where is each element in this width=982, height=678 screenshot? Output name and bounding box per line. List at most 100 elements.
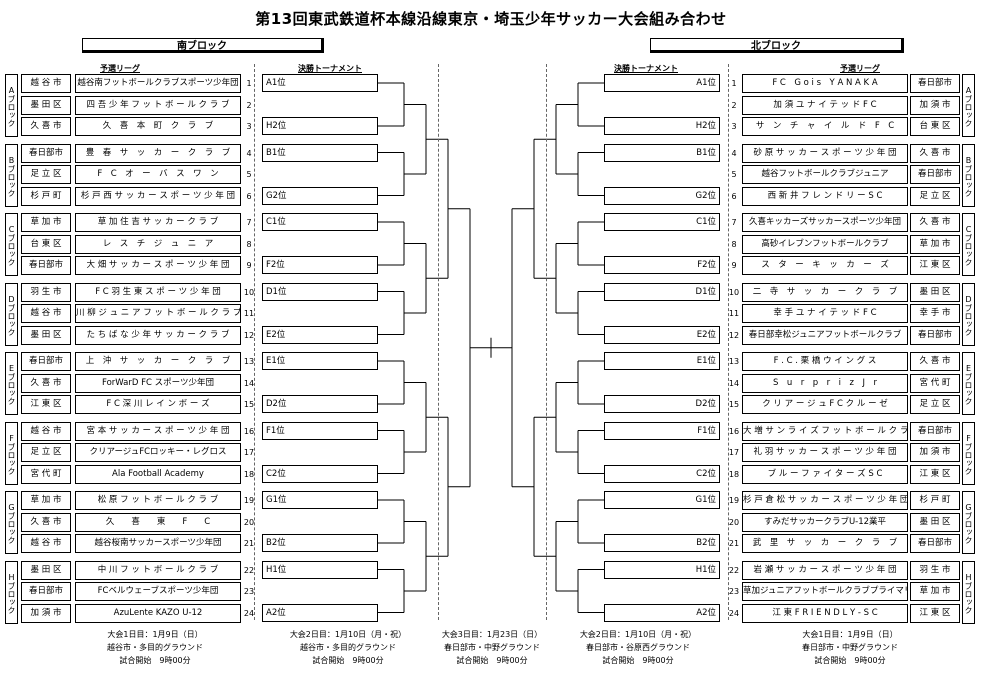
team-name: F C 羽 生 東 ス ポ ー ツ 少 年 団 (75, 282, 241, 302)
group-tab-label: Hブロック (962, 560, 975, 624)
tournament-slot: A2位 (604, 603, 720, 622)
team-city: 幸 手 市 (910, 304, 960, 323)
tournament-slot: F1位 (604, 421, 720, 440)
info-line: 大会3日目：1月23日（日） (441, 630, 543, 639)
tournament-slot: E2位 (262, 325, 378, 344)
team-city: 久 喜 市 (21, 512, 71, 532)
team-city: 杉 戸 町 (910, 491, 960, 510)
team-name: Ala Football Academy (75, 464, 241, 484)
team-city: 足 立 区 (21, 165, 71, 184)
team-number: 17 (243, 448, 255, 457)
team-city: 春日部市 (910, 165, 960, 184)
team-number: 20 (728, 517, 740, 527)
tournament-slot: A1位 (604, 74, 720, 92)
team-name: 久 喜 本 町 ク ラ ブ (75, 117, 241, 136)
team-number: 24 (728, 608, 740, 618)
south-block-header: 南ブロック (82, 38, 324, 53)
team-city: 草 加 市 (910, 582, 960, 601)
team-city: 足 立 区 (910, 186, 960, 206)
team-name: 大 畑 サ ッ カ ー ス ポ ー ツ 少 年 団 (75, 256, 241, 275)
group-tab-label: Gブロック (962, 491, 975, 554)
team-number: 9 (246, 261, 252, 270)
tournament-slot: H2位 (604, 117, 720, 135)
north-day2-info: 大会2日目：1月10日（月・祝） 春日部市・谷原西グラウンド 試合開始 9時00… (552, 628, 724, 667)
team-name: FCベルウェーブスポーツ少年団 (75, 582, 241, 601)
tournament-slot: C2位 (604, 464, 720, 483)
team-city: 宮 代 町 (21, 464, 71, 484)
team-city: 越 谷 市 (21, 304, 71, 323)
team-name: 西 新 井 フ レ ン ド リ ー S C (742, 186, 908, 206)
group-tab-label: Gブロック (5, 491, 18, 554)
group-tab-label: Cブロック (962, 213, 975, 276)
tournament-slot: B2位 (262, 534, 378, 552)
team-city: 江 東 区 (21, 395, 71, 414)
team-number: 9 (731, 261, 737, 270)
team-city: 加 須 市 (910, 95, 960, 115)
tournament-slot: C2位 (262, 464, 378, 483)
tournament-slot: F2位 (604, 256, 720, 274)
team-name: 杉 戸 西 サ ッ カ ー ス ポ ー ツ 少 年 団 (75, 186, 241, 206)
team-name: 春日部幸松ジュニアフットボールクラブ (742, 325, 908, 345)
team-name: 越谷桜南サッカースポーツ少年団 (75, 534, 241, 553)
team-city: 加 須 市 (21, 603, 71, 623)
team-number: 6 (246, 191, 252, 201)
team-number: 22 (728, 565, 740, 575)
info-line: 試合開始 9時00分 (814, 656, 886, 665)
team-number: 20 (243, 517, 255, 527)
north-league-label: 予選リーグ (840, 64, 880, 73)
info-line: 大会2日目：1月10日（月・祝） (289, 630, 407, 639)
team-number: 16 (243, 426, 255, 436)
tournament-slot: B1位 (262, 143, 378, 162)
north-day1-info: 大会1日目：1月9日（日） 春日部市・中野グラウンド 試合開始 9時00分 (750, 628, 950, 667)
team-city: 草 加 市 (21, 213, 71, 232)
team-number: 2 (246, 100, 252, 110)
tournament-slot: H1位 (262, 560, 378, 579)
team-name: 越谷南フットボールクラブスポーツ少年団 (75, 74, 241, 93)
team-name: サ ン チ ャ イ ル ド F C (742, 117, 908, 136)
divider-line (728, 64, 729, 620)
tournament-slot: E1位 (604, 352, 720, 370)
team-number: 17 (728, 448, 740, 457)
team-city: 足 立 区 (910, 395, 960, 414)
group-tab-label: Fブロック (962, 421, 975, 485)
team-name: ブ ル ー フ ァ イ タ ー ズ S C (742, 464, 908, 484)
tournament-slot: E2位 (604, 325, 720, 344)
team-number: 14 (243, 378, 255, 388)
tournament-slot: E1位 (262, 352, 378, 370)
team-number: 5 (246, 170, 252, 179)
info-line: 越谷市・多目的グラウンド (300, 643, 396, 652)
tournament-slot: D1位 (604, 282, 720, 301)
team-number: 8 (246, 239, 252, 249)
team-city: 久 喜 市 (910, 352, 960, 371)
team-name: F C G o i s Y A N A K A (742, 74, 908, 93)
team-name: F . C . 栗 橋 ウ イ ン グ ス (742, 352, 908, 371)
team-city: 台 東 区 (21, 234, 71, 254)
team-number: 5 (731, 170, 737, 179)
team-number: 11 (243, 309, 255, 318)
team-name: ForWarD FC スポーツ少年団 (75, 373, 241, 393)
team-number: 1 (246, 79, 252, 88)
team-city: 春日部市 (21, 256, 71, 275)
team-name: 草加ジュニアフットボールクラブプライマリー (742, 582, 908, 601)
tournament-slot: F1位 (262, 421, 378, 440)
page-title: 第13回東武鉄道杯本線沿線東京・埼玉少年サッカー大会組み合わせ (255, 10, 727, 28)
info-line: 越谷市・多目的グラウンド (107, 643, 203, 652)
team-number: 7 (731, 218, 737, 227)
team-name: 中 川 フ ッ ト ボ ー ル ク ラ ブ (75, 560, 241, 580)
team-number: 13 (728, 357, 740, 366)
info-line: 大会1日目：1月9日（日） (107, 630, 203, 639)
north-block-header: 北ブロック (650, 38, 904, 53)
team-number: 2 (731, 100, 737, 110)
info-line: 春日部市・谷原西グラウンド (586, 643, 690, 652)
team-name: 岩 瀬 サ ッ カ ー ス ポ ー ツ 少 年 団 (742, 560, 908, 580)
team-name: ク リ ア ー ジ ュ F C ク ル ー ゼ (742, 395, 908, 414)
tournament-slot: G2位 (262, 186, 378, 205)
team-name: 上 沖 サ ッ カ ー ク ラ ブ (75, 352, 241, 371)
info-line: 春日部市・中野グラウンド (444, 643, 540, 652)
team-city: 加 須 市 (910, 443, 960, 462)
info-line: 大会2日目：1月10日（月・祝） (579, 630, 697, 639)
team-city: 久 喜 市 (910, 213, 960, 232)
team-name: クリアージュFCロッキー・レグロス (75, 443, 241, 462)
team-city: 久 喜 市 (21, 117, 71, 136)
